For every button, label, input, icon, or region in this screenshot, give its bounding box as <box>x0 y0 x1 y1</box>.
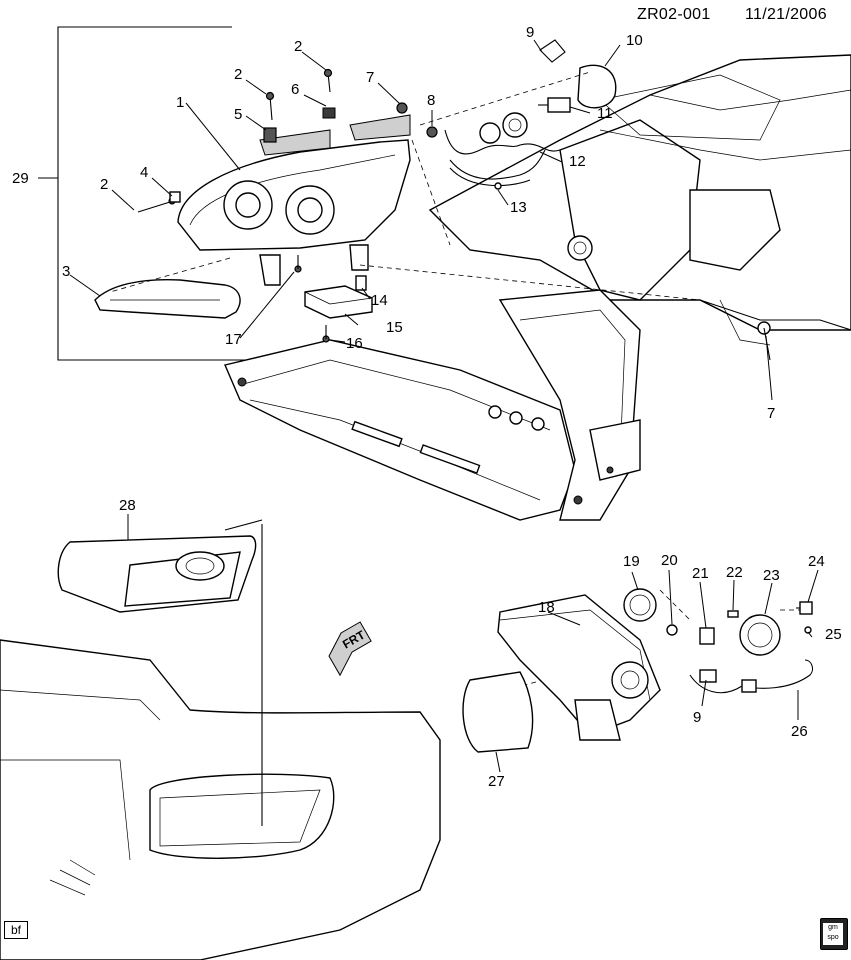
callout-4: 4 <box>140 164 148 181</box>
bf-badge: bf <box>4 921 28 939</box>
headlamp-hardware <box>137 68 771 361</box>
callout-10: 10 <box>626 32 643 49</box>
callout-18: 18 <box>538 599 555 616</box>
callout-labels: 1 2 2 2 3 4 5 6 7 7 8 9 9 10 11 12 13 14… <box>12 24 842 790</box>
fog-lamp-lens-19 <box>623 588 657 622</box>
bulb-cover-10 <box>577 64 617 109</box>
fog-lamp-harness-26 <box>741 659 814 689</box>
gm-spo-text: gm spo <box>823 923 843 945</box>
leader-lines <box>69 39 819 773</box>
callout-2: 2 <box>234 66 242 83</box>
callout-8: 8 <box>427 92 435 109</box>
callout-15: 15 <box>386 319 403 336</box>
fog-lamp-housing-27 <box>462 671 534 753</box>
callout-14: 14 <box>371 292 388 309</box>
callout-3: 3 <box>62 263 70 280</box>
callout-25: 25 <box>825 626 842 643</box>
fog-lamp-bezel <box>57 535 257 613</box>
callout-6: 6 <box>291 81 299 98</box>
callout-20: 20 <box>661 552 678 569</box>
connector-14 <box>355 275 367 291</box>
side-marker-lens <box>94 278 241 319</box>
callout-24: 24 <box>808 553 825 570</box>
callout-13: 13 <box>510 199 527 216</box>
front-direction-arrow: FRT <box>328 621 372 677</box>
callout-23: 23 <box>763 567 780 584</box>
callout-19: 19 <box>623 553 640 570</box>
callout-2: 2 <box>294 38 302 55</box>
callout-21: 21 <box>692 565 709 582</box>
bulb-11 <box>547 97 571 113</box>
callout-9: 9 <box>526 24 534 41</box>
fog-lamp-socket-23 <box>739 614 781 656</box>
fog-lamp-assembly <box>462 588 814 753</box>
callout-28: 28 <box>119 497 136 514</box>
callout-29: 29 <box>12 170 29 187</box>
assembly-lines <box>109 71 812 691</box>
callout-17: 17 <box>225 331 242 348</box>
callout-16: 16 <box>346 335 363 352</box>
callout-9: 9 <box>693 709 701 726</box>
front-fascia <box>0 519 441 960</box>
callout-7: 7 <box>366 69 374 86</box>
callout-11: 11 <box>597 105 613 122</box>
document-date: 11/21/2006 <box>745 6 827 23</box>
callout-26: 26 <box>791 723 808 740</box>
assembly-bracket <box>38 26 258 361</box>
callout-7: 7 <box>767 405 775 422</box>
headlamp-harness <box>444 39 617 190</box>
callout-22: 22 <box>726 564 743 581</box>
callout-2: 2 <box>100 176 108 193</box>
callout-5: 5 <box>234 106 242 123</box>
callout-12: 12 <box>569 153 586 170</box>
document-id: ZR02-001 <box>637 6 711 23</box>
control-module <box>304 285 373 319</box>
headlamp-assembly <box>177 114 411 286</box>
callout-1: 1 <box>176 94 184 111</box>
callout-27: 27 <box>488 773 505 790</box>
vehicle-front-structure <box>224 54 851 521</box>
gm-spo-logo: gm spo <box>820 918 848 950</box>
